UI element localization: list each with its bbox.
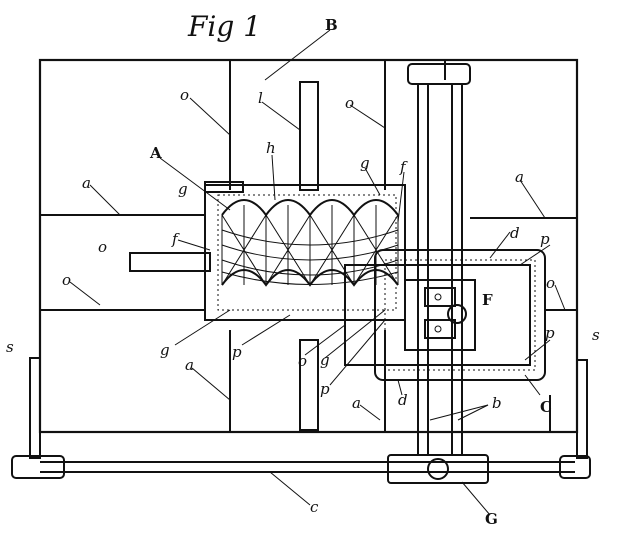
label-F: F: [482, 291, 493, 309]
label-o-upper-left: o: [180, 86, 189, 104]
stand-right-s: [576, 359, 588, 459]
label-a-lower: a: [185, 356, 194, 374]
figure-title: Fig 1: [187, 10, 261, 43]
label-G: G: [485, 510, 498, 528]
label-o-left: o: [62, 271, 71, 289]
slide-block-F: [404, 279, 476, 351]
label-o-right: o: [546, 274, 555, 292]
label-g-left: g: [178, 180, 188, 198]
label-o-bracket: o: [98, 238, 107, 256]
label-g-lower: g: [320, 351, 330, 369]
label-a-left: a: [82, 174, 91, 192]
label-s-left: s: [6, 338, 14, 356]
stand-left-s: [29, 357, 41, 459]
label-s-right: s: [592, 326, 600, 344]
label-d-upper: d: [510, 224, 520, 242]
label-b: b: [492, 394, 502, 412]
label-h: h: [266, 139, 276, 157]
label-p-upper: p: [540, 230, 550, 248]
left-bracket: [129, 252, 211, 272]
guide-rods: [417, 84, 463, 455]
label-d-lower: d: [398, 391, 408, 409]
upper-rail-head: [407, 63, 471, 85]
label-f-lower: f: [171, 230, 180, 248]
label-p-lower: p: [320, 380, 330, 398]
post-lower: [299, 339, 319, 431]
carriage-frame: [344, 249, 546, 381]
label-o-lower: o: [298, 352, 307, 370]
label-a-right: a: [515, 168, 524, 186]
board-panel-lines: [40, 60, 577, 432]
post-l: [299, 81, 319, 191]
label-A: A: [149, 144, 162, 162]
label-g-lower-left: g: [160, 341, 170, 359]
label-f-upper: f: [399, 158, 408, 176]
leader-lines: [69, 29, 566, 516]
pattern-sheet: [204, 181, 406, 321]
label-C: C: [540, 398, 552, 416]
base-board: [38, 58, 579, 434]
label-p-right: p: [545, 324, 555, 342]
label-a-bottom: a: [352, 394, 361, 412]
label-o-upper-right: o: [345, 94, 354, 112]
lower-rod-c: [11, 455, 591, 479]
label-B: B: [325, 16, 338, 34]
label-c: c: [310, 498, 319, 516]
label-g-upper: g: [360, 154, 370, 172]
slider-G: [387, 454, 489, 484]
label-p-left: p: [232, 343, 242, 361]
label-l: l: [258, 89, 263, 107]
